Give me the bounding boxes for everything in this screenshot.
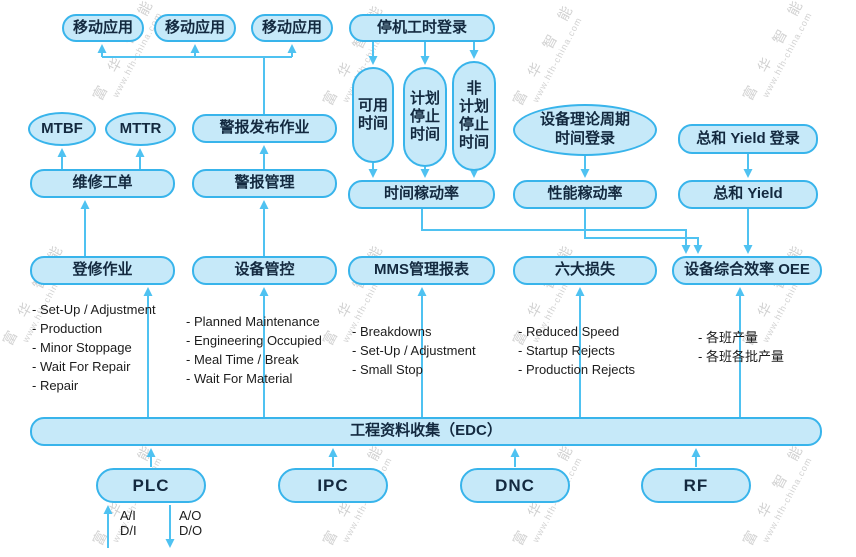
node-unplanned-stop-time: 非 计划 停止 时间 bbox=[452, 61, 496, 171]
node-plc: PLC bbox=[96, 468, 206, 503]
plc-input-label: A/I D/I bbox=[120, 508, 137, 538]
node-mttr: MTTR bbox=[105, 112, 176, 146]
node-mms-report: MMS管理报表 bbox=[348, 256, 495, 285]
oee-items: - 各班产量 - 各班各批产量 bbox=[698, 330, 784, 364]
node-six-losses: 六大损失 bbox=[513, 256, 657, 285]
node-oee: 设备综合效率 OEE bbox=[672, 256, 822, 285]
node-mtbf: MTBF bbox=[28, 112, 96, 146]
node-performance-rate: 性能稼动率 bbox=[513, 180, 657, 209]
node-edc-bar: 工程资料收集（EDC） bbox=[30, 417, 822, 446]
equipment-control-items: - Planned Maintenance - Engineering Occu… bbox=[186, 314, 322, 386]
mms-report-items: - Breakdowns - Set-Up / Adjustment - Sma… bbox=[352, 324, 476, 377]
node-dnc: DNC bbox=[460, 468, 570, 503]
node-equipment-control: 设备管控 bbox=[192, 256, 337, 285]
node-mobile-app-2: 移动应用 bbox=[154, 14, 236, 42]
node-cycle-time-login: 设备理论周期 时间登录 bbox=[513, 104, 657, 156]
node-alarm-publish: 警报发布作业 bbox=[192, 114, 337, 143]
node-mobile-app-1: 移动应用 bbox=[62, 14, 144, 42]
plc-output-label: A/O D/O bbox=[179, 508, 203, 538]
node-repair-workorder: 维修工单 bbox=[30, 169, 175, 198]
node-ipc: IPC bbox=[278, 468, 388, 503]
node-rf: RF bbox=[641, 468, 751, 503]
node-downtime-login: 停机工时登录 bbox=[349, 14, 495, 42]
repair-job-items: - Set-Up / Adjustment - Production - Min… bbox=[32, 302, 156, 393]
node-repair-job: 登修作业 bbox=[30, 256, 175, 285]
node-mobile-app-3: 移动应用 bbox=[251, 14, 333, 42]
six-losses-items: - Reduced Speed - Startup Rejects - Prod… bbox=[518, 324, 636, 377]
node-planned-stop-time: 计划 停止 时间 bbox=[403, 67, 447, 167]
node-total-yield: 总和 Yield bbox=[678, 180, 818, 209]
node-total-yield-login: 总和 Yield 登录 bbox=[678, 124, 818, 154]
node-time-rate: 时间稼动率 bbox=[348, 180, 495, 209]
node-alarm-mgmt: 警报管理 bbox=[192, 169, 337, 198]
node-available-time: 可用 时间 bbox=[352, 67, 394, 163]
